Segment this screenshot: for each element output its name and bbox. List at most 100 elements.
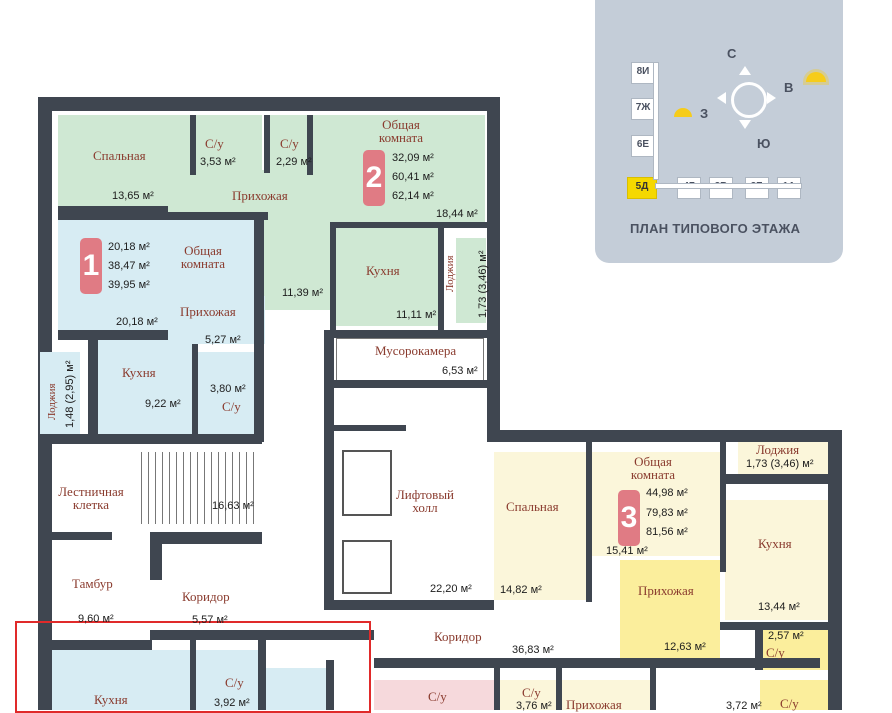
wall <box>324 600 494 610</box>
section-8i[interactable]: 8И <box>631 62 655 84</box>
a3-living <box>590 452 720 556</box>
wall <box>586 442 592 602</box>
outer-wall-right-upper <box>487 97 500 437</box>
a3-living-label: Общая комната <box>630 454 676 482</box>
a3-bedroom-area: 14,82 м² <box>500 584 542 596</box>
wall <box>720 622 828 630</box>
bottom-hall <box>560 680 650 710</box>
compass-arrow-west-icon <box>717 92 726 104</box>
corridor-main <box>374 610 620 658</box>
sunrise-icon <box>806 72 826 82</box>
bottom-pink <box>374 680 494 710</box>
compass-north-label: С <box>727 46 737 61</box>
apartment-2-badge[interactable]: 2 <box>363 150 385 206</box>
a3-total: 79,83 м² <box>646 507 688 519</box>
compass-west-label: З <box>700 106 709 121</box>
bottom-bath2-label: С/у <box>522 685 541 700</box>
corridor-main-area: 36,83 м² <box>512 644 554 656</box>
a1-loggia-label: Лоджия <box>46 383 58 420</box>
wall <box>254 212 264 442</box>
tambour-label: Тамбур <box>72 576 113 591</box>
compass-east-label: В <box>784 80 794 95</box>
wall <box>150 630 495 640</box>
wall <box>52 532 112 540</box>
a2-loggia <box>456 238 486 323</box>
lift-hall-area: 22,20 м² <box>430 583 472 595</box>
wall <box>190 640 196 710</box>
wall <box>58 212 268 220</box>
wall <box>52 434 262 444</box>
bottom-bath2 <box>500 680 556 710</box>
bottom-small-area: 3,72 м² <box>726 700 762 712</box>
lift-hall-label: Лифтовый холл <box>395 487 455 515</box>
outer-wall-far-right <box>828 430 842 710</box>
wall <box>726 474 828 484</box>
wall <box>307 115 313 175</box>
wall <box>58 330 168 340</box>
wall <box>334 425 406 431</box>
a1-loggia <box>40 352 80 434</box>
selected-apartment-frame[interactable] <box>15 621 371 713</box>
wall <box>330 228 336 330</box>
tambour-area: 9,60 м² <box>78 613 114 625</box>
a1-kitchen-area: 9,22 м² <box>145 398 181 410</box>
a3-hall-label: Прихожая <box>638 583 694 598</box>
outer-wall-top <box>38 97 500 111</box>
building-connector-horizontal <box>655 183 802 189</box>
wall <box>258 640 266 710</box>
wall <box>324 330 490 338</box>
bottom-bath-area: 3,92 м² <box>214 697 250 709</box>
a1-hall-area: 5,27 м² <box>205 334 241 346</box>
outer-wall-right-top <box>487 430 842 442</box>
apartment-1-badge[interactable]: 1 <box>80 238 102 294</box>
lift-shaft-1 <box>342 450 392 516</box>
section-7zh[interactable]: 7Ж <box>631 98 655 120</box>
wall <box>330 222 490 228</box>
bottom-bath4-label: С/у <box>780 696 799 711</box>
a2-total: 60,41 м² <box>392 171 434 183</box>
wall <box>374 658 820 668</box>
a1-hall <box>165 296 265 344</box>
garbage-area: 6,53 м² <box>442 365 478 377</box>
bottom-bath-label: С/у <box>225 675 244 690</box>
floor-plan-card: 8И 7Ж 6Е 5Д 4Г 3В 2Б 1А С Ю З В ПЛАН ТИП… <box>595 0 843 263</box>
bottom-bath2-area: 3,76 м² <box>516 700 552 712</box>
section-5d[interactable]: 5Д <box>627 177 657 199</box>
compass-south-label: Ю <box>757 136 771 151</box>
a3-hall-area: 12,63 м² <box>664 641 706 653</box>
a2-bath1-label: С/у <box>205 136 224 151</box>
a1-bath-label: С/у <box>222 399 241 414</box>
compass-arrow-north-icon <box>739 66 751 75</box>
bottom-kitchen-label: Кухня <box>94 692 128 707</box>
section-6e[interactable]: 6Е <box>631 135 655 157</box>
wall <box>326 660 334 710</box>
a3-bath-area: 2,57 м² <box>768 630 804 642</box>
stair-steps <box>135 452 255 524</box>
wall <box>755 622 763 670</box>
a1-living-total: 20,18 м² <box>108 241 150 253</box>
a2-bedroom-label: Спальная <box>93 148 146 163</box>
a2-hall-area: 11,39 м² <box>282 287 323 299</box>
a1-living-label: Общая комната <box>180 243 226 271</box>
a2-kitchen-label: Кухня <box>366 263 400 278</box>
a2-bath1 <box>196 115 262 173</box>
stairs-area: 16,63 м² <box>212 500 254 512</box>
a3-kitchen-area: 13,44 м² <box>758 601 800 613</box>
corridor-small-area: 5,57 м² <box>192 614 228 626</box>
a1-bath <box>195 352 255 436</box>
a1-kitchen-label: Кухня <box>122 365 156 380</box>
a1-total: 38,47 м² <box>108 260 150 272</box>
a2-hall-label: Прихожая <box>232 188 288 203</box>
lift-shaft-2 <box>342 540 392 594</box>
apartment-3-badge[interactable]: 3 <box>618 490 640 546</box>
a1-hall-label: Прихожая <box>180 304 236 319</box>
bottom-hall-cyan <box>264 668 326 710</box>
a1-total-full: 39,95 м² <box>108 279 150 291</box>
wall <box>150 540 162 580</box>
a1-bath-area: 3,80 м² <box>210 383 246 395</box>
a3-living-total: 44,98 м² <box>646 487 688 499</box>
stairs-label: Лестничная клетка <box>58 484 124 512</box>
wall <box>720 442 726 572</box>
a1-living-area: 20,18 м² <box>116 316 158 328</box>
corridor-small-label: Коридор <box>182 589 230 604</box>
